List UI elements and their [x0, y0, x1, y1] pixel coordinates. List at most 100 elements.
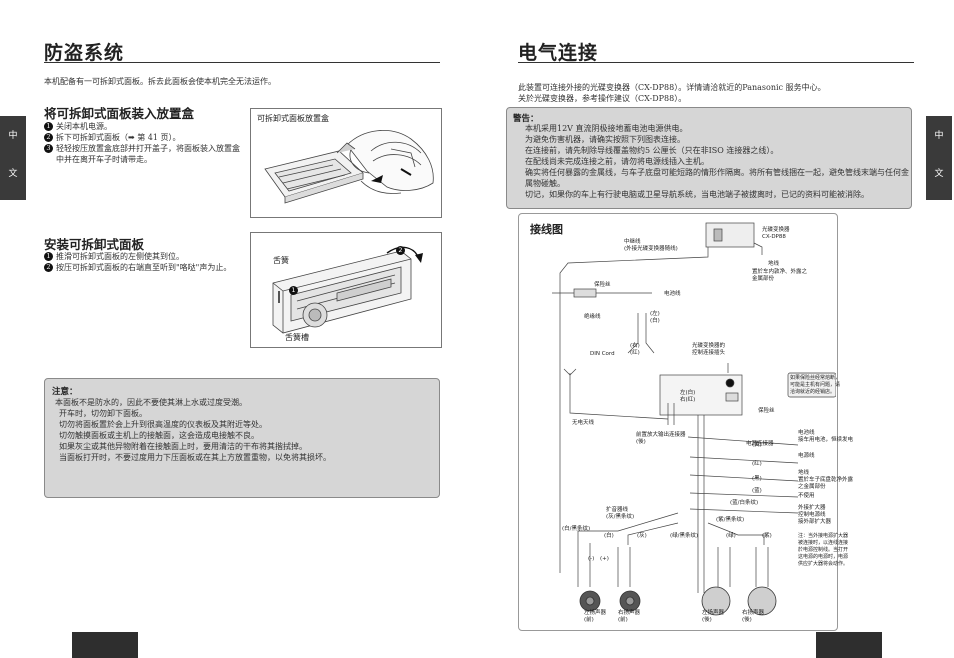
figure-badge: 1 [289, 286, 298, 295]
ground-cable-label: 绝缘线 [584, 314, 601, 320]
page-title: 防盗系统 [44, 42, 125, 64]
title-rule [44, 62, 440, 63]
section-title-install: 安装可拆卸式面板 [44, 237, 145, 252]
amp-ctrl-label: 外接扩大器 控制电源线 接外部扩大器 [798, 505, 832, 525]
changer-conn-label: 光碟变换器的 控制连接插头 [692, 343, 726, 356]
step-number-badge: 2 [44, 263, 53, 272]
plus-label: (+) [600, 556, 609, 562]
power-conn-label: 电源连接器 [746, 441, 774, 447]
battery-wire2-label: 电池线 接车用电池，恒续发电 [798, 430, 854, 443]
white-label: (白) [604, 533, 614, 539]
caution-title: 注意： [52, 387, 78, 397]
page-title-electrical: 电气连接 [518, 42, 599, 64]
storage-case-illustration [264, 130, 434, 204]
caution-box: 注意： 本面板不是防水的，因此不要使其淋上水或过度受潮。 开车时，切勿卸下面板。… [44, 378, 440, 498]
warning-box: 警告： 本机采用12V 直流阴极接地蓄电池电源供电。 为避免伤害机器，请确实按照… [506, 107, 912, 209]
caution-line: 切勿将面板置於会上升到很高温度的仪表板及其附近等处。 [59, 420, 267, 429]
figure-label: 可拆卸式面板放置盒 [257, 114, 329, 123]
left-white-label: (左) (白) [650, 311, 660, 324]
intro-text: 本机配备有一可拆卸式面板。拆去此面板会使本机完全无法运作。 [44, 77, 276, 86]
green-black-label: (绿/黑条纹) [670, 533, 699, 539]
din-cord-label: DIN Cord [590, 351, 615, 357]
step-text: 拆下可拆卸式面板（➡ 第 41 页）。 [56, 133, 181, 142]
right-red-label: (右) (红) [630, 343, 640, 356]
gray-label: (灰) [637, 533, 647, 539]
step-text: 关闭本机电源。 [56, 122, 112, 131]
warning-line: 在配线尚未完成连接之前，请勿将电源线插入主机。 [525, 157, 709, 166]
not-used-label: 不使用 [798, 493, 815, 499]
intro-line: 此装置可连接外接的光碟变换器（CX-DP88）。详情请洽就近的Panasonic… [518, 83, 826, 92]
fuse-note-label: 如果保险丝经常熔断， 可能是主机有问题，请 洽询就近的经销店。 [790, 375, 841, 395]
step-text: 按压可拆卸式面板的右端直至听到"咯哒"声为止。 [56, 263, 232, 272]
fuse2-label: 保险丝 [758, 408, 775, 414]
step-number-badge: 2 [44, 133, 53, 142]
changer-label: 光碟变换器 CX-DP88 [762, 227, 790, 240]
groove-label: 舌簧槽 [285, 333, 309, 342]
step-number-badge: 1 [44, 122, 53, 131]
speaker-rear-right-label: 右扬声器 (後) [742, 610, 765, 623]
white-black-label: (白/黑条纹) [562, 526, 591, 532]
blue-white-label: (蓝/白条纹) [730, 500, 759, 506]
figure-badge: 2 [396, 246, 405, 255]
warning-line: 切记，如果你的车上有行驶电脑或卫星导航系统，当电池端子被拔离时，已记的资料可能被… [525, 190, 869, 199]
note-end-label: 注：当外接电源扩大器 被连接时，以连线连接 於电源控制线。当打开 这电源的电源时… [798, 533, 849, 567]
install-panel-figure: 2 1 舌簧 舌簧槽 [250, 232, 442, 348]
wiring-diagram-frame [518, 213, 838, 631]
side-tab-char: 中 [934, 131, 944, 141]
speaker-front-right-label: 右扬声器 (前) [618, 610, 641, 623]
warning-line: 本机采用12V 直流阴极接地蓄电池电源供电。 [525, 124, 688, 133]
warning-line: 为避免伤害机器，请确实按照下列图表连接。 [525, 135, 685, 144]
side-tab-char: 中 [8, 131, 18, 141]
electrical-intro: 此装置可连接外接的光碟变换器（CX-DP88）。详情请洽就近的Panasonic… [518, 82, 918, 104]
side-tab-char: 文 [8, 169, 18, 179]
minus-label: (-) [588, 556, 595, 562]
relay-cord-label: 中继线 (外接光碟变换器随线) [624, 239, 678, 252]
language-side-tab-left: 中 文 [0, 116, 26, 200]
red-label: (红) [752, 461, 762, 467]
green-label: (绿) [726, 533, 736, 539]
caution-line: 当面板打开时，不要过度用力下压面板或在其上方放置重物，以免将其损坏。 [59, 453, 331, 462]
speaker-front-left-label: 左扬声器 (前) [584, 610, 607, 623]
section-title-storage: 将可拆卸式面板装入放置盒 [44, 106, 195, 121]
caution-line: 开车时，切勿卸下面板。 [59, 409, 147, 418]
diagram-title: 接线图 [530, 223, 563, 236]
title-rule [518, 62, 914, 63]
lr-label: 左(白) 右(红) [680, 390, 696, 403]
warning-line: 确实将任何暴露的金属线，与车子底盘可能短路的情形作隔离。将所有管线捆在一起，避免… [525, 168, 909, 188]
panel-install-illustration [272, 246, 423, 334]
warning-title: 警告： [513, 114, 539, 124]
ground2-label: 地线 置於车子底盘乾净外露 之金属部份 [798, 470, 854, 490]
purple-label: (紫) [762, 533, 772, 539]
footer-bar-left [72, 632, 138, 658]
step-text: 轻轻按压放置盒底部并打开盖子，将面板装入放置盒中并在离开车子时请带走。 [56, 144, 240, 164]
yellow-label: (黄) [752, 442, 762, 448]
preamp-label: 前置放大输出连接器 (後) [636, 432, 686, 445]
speaker-rear-left-label: 左扬声器 (後) [702, 610, 725, 623]
fuse-label: 保险丝 [594, 282, 611, 288]
amp-wire-label: 扩音器线 (灰/黑条纹) [606, 507, 635, 520]
antenna-label: 无电天线 [572, 420, 595, 426]
blue-label: (蓝) [752, 488, 762, 494]
warning-line: 在连接前，请先制除导线覆盖物约5 公厘长（只在非ISO 连接器之线）。 [525, 146, 779, 155]
caution-line: 如果灰尘或其他异物附着在接触面上时，要用清洁的干布将其揩拭掉。 [59, 442, 307, 451]
footer-bar-right [816, 632, 882, 658]
storage-case-figure: 可拆卸式面板放置盒 [250, 108, 442, 218]
purple-black-label: (紫/黑条纹) [716, 517, 745, 523]
step-number-badge: 1 [44, 252, 53, 261]
power-wire-label: 电源线 [798, 453, 815, 459]
side-tab-char: 文 [934, 169, 944, 179]
wiring-diagram [552, 222, 836, 616]
step-number-badge: 3 [44, 144, 53, 153]
step-text: 推滑可拆卸式面板的左侧使其到位。 [56, 252, 184, 261]
ground-wire-label: 地线 [768, 261, 780, 267]
caution-line: 切勿触摸面板或主机上的接触面，这会造成电接触不良。 [59, 431, 259, 440]
ground-desc-label: 置於车内敦净、外露之 金属部份 [752, 269, 808, 282]
black-label: (黑) [752, 476, 762, 482]
caution-line: 本面板不是防水的，因此不要使其淋上水或过度受潮。 [55, 398, 247, 407]
tongue-label: 舌簧 [273, 256, 289, 265]
language-side-tab-right: 中 文 [926, 116, 952, 200]
battery-wire-label: 电池线 [664, 291, 681, 297]
intro-line: 关於光碟变换器，参考操作建议（CX-DP88）。 [518, 94, 687, 103]
